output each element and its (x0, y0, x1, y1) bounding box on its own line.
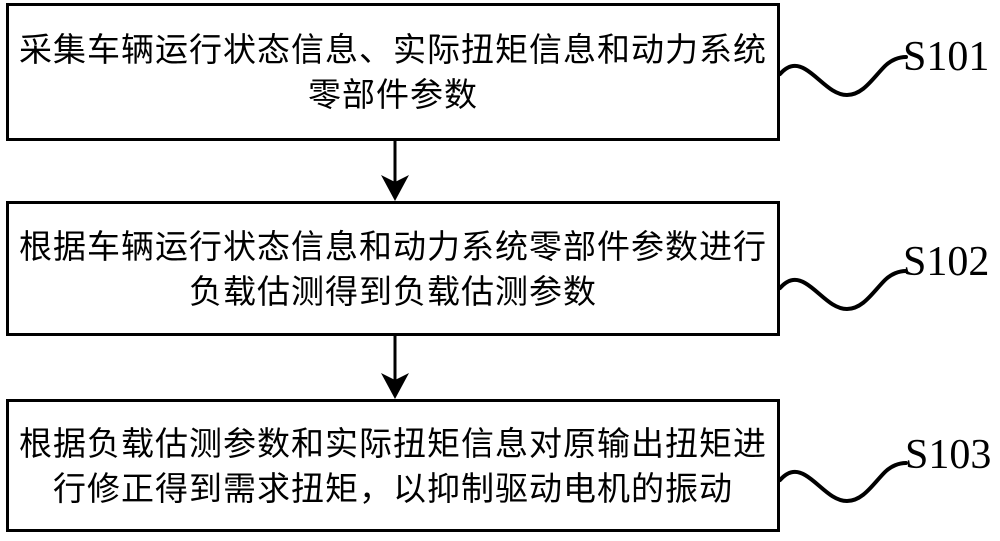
step-box-s101: 采集车辆运行状态信息、实际扭矩信息和动力系统 零部件参数 (6, 3, 780, 141)
step-box-s103: 根据负载估测参数和实际扭矩信息对原输出扭矩进 行修正得到需求扭矩，以抑制驱动电机… (6, 399, 780, 532)
step-label-s102: S102 (903, 239, 990, 285)
down-arrow-icon (381, 336, 409, 399)
step-text-line: 零部件参数 (308, 75, 478, 114)
step-box-s102: 根据车辆运行状态信息和动力系统零部件参数进行 负载估测得到负载估测参数 (6, 201, 780, 336)
step-text-line: 根据负载估测参数和实际扭矩信息对原输出扭矩进 (19, 423, 767, 463)
step-text-line: 采集车辆运行状态信息、实际扭矩信息和动力系统 (19, 30, 767, 69)
step-text-line: 负载估测得到负载估测参数 (189, 271, 597, 311)
step-text-line: 根据车辆运行状态信息和动力系统零部件参数进行 (19, 226, 767, 266)
down-arrow-icon (381, 141, 409, 201)
step-text-line: 行修正得到需求扭矩，以抑制驱动电机的振动 (53, 468, 733, 508)
squiggle-connector-icon (779, 461, 908, 504)
step-label-s101: S101 (903, 34, 990, 80)
squiggle-connector-icon (779, 269, 908, 312)
squiggle-connector-icon (779, 55, 908, 98)
step-label-s103: S103 (905, 432, 992, 478)
